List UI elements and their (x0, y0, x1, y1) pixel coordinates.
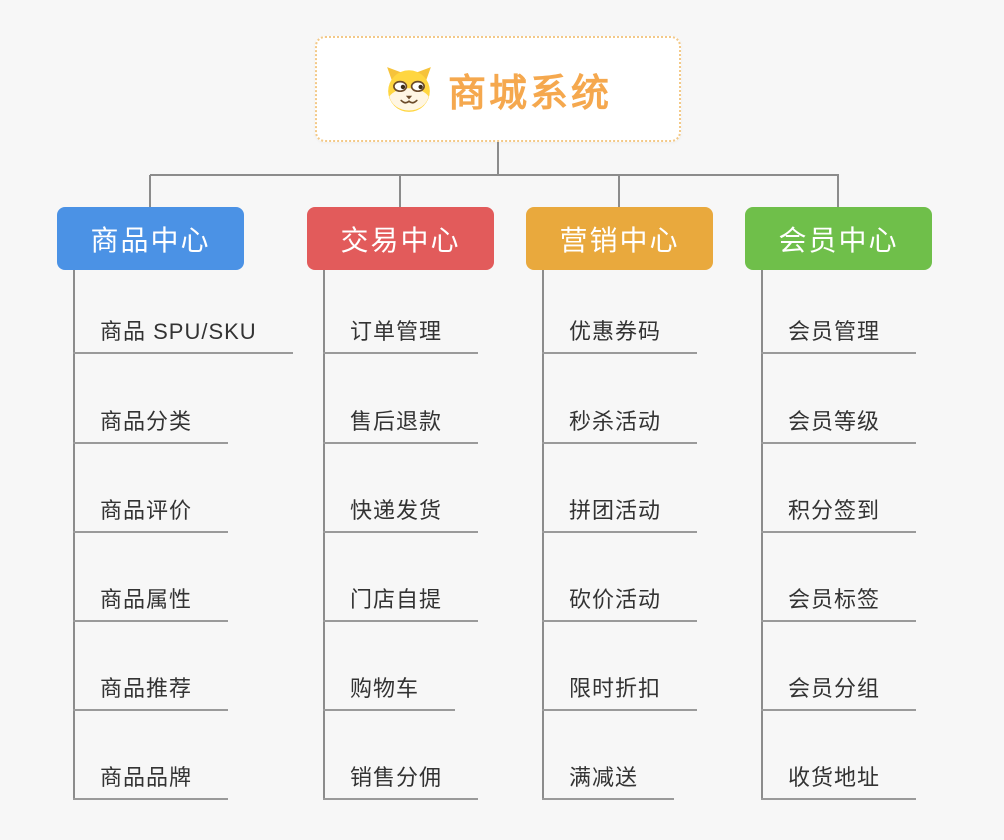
leaf-topic[interactable]: 订单管理 (323, 310, 479, 354)
leaf-topic[interactable]: 会员等级 (761, 400, 917, 444)
leaf-label: 商品推荐 (100, 676, 193, 701)
leaf-topic[interactable]: 商品属性 (73, 578, 229, 622)
leaf-label: 订单管理 (350, 319, 443, 344)
leaf-topic[interactable]: 销售分佣 (323, 756, 479, 800)
leaf-topic[interactable]: 积分签到 (761, 489, 917, 533)
leaf-topic[interactable]: 商品评价 (73, 489, 229, 533)
leaf-topic[interactable]: 快递发货 (323, 489, 479, 533)
leaf-label: 拼团活动 (569, 498, 662, 523)
branch-label: 会员中心 (778, 224, 899, 256)
leaf-topic[interactable]: 会员分组 (761, 667, 917, 711)
leaf-label: 满减送 (569, 765, 639, 790)
leaf-label: 购物车 (350, 676, 420, 701)
branch-marketing-center[interactable]: 营销中心 (526, 207, 713, 270)
leaf-topic[interactable]: 砍价活动 (542, 578, 698, 622)
connector-spine-marketing (542, 270, 544, 800)
leaf-label: 商品分类 (100, 409, 193, 434)
branch-member-center[interactable]: 会员中心 (745, 207, 932, 270)
leaf-label: 积分签到 (788, 498, 881, 523)
leaf-topic[interactable]: 购物车 (323, 667, 456, 711)
leaf-topic[interactable]: 商品分类 (73, 400, 229, 444)
leaf-topic[interactable]: 门店自提 (323, 578, 479, 622)
branch-product-center[interactable]: 商品中心 (57, 207, 244, 270)
connector-spine-trade (323, 270, 325, 800)
leaf-label: 会员管理 (788, 319, 881, 344)
leaf-topic[interactable]: 商品品牌 (73, 756, 229, 800)
leaf-label: 限时折扣 (569, 676, 662, 701)
dog-icon (387, 67, 431, 112)
leaf-group-products: 商品 SPU/SKU 商品分类 商品评价 商品属性 商品推荐 商品品牌 (73, 270, 323, 810)
leaf-topic[interactable]: 会员标签 (761, 578, 917, 622)
connector-spine-members (761, 270, 763, 800)
leaf-topic[interactable]: 秒杀活动 (542, 400, 698, 444)
leaf-label: 会员分组 (788, 676, 881, 701)
leaf-topic[interactable]: 商品推荐 (73, 667, 229, 711)
leaf-topic[interactable]: 优惠券码 (542, 310, 698, 354)
leaf-topic[interactable]: 商品 SPU/SKU (73, 310, 293, 354)
leaf-label: 会员标签 (788, 587, 881, 612)
connector-drop-members (837, 175, 839, 207)
leaf-group-trade: 订单管理 售后退款 快递发货 门店自提 购物车 销售分佣 (323, 270, 573, 810)
leaf-label: 优惠券码 (569, 319, 662, 344)
leaf-label: 会员等级 (788, 409, 881, 434)
connector-drop-trade (399, 175, 401, 207)
connector-root-drop (497, 142, 499, 175)
leaf-label: 售后退款 (350, 409, 443, 434)
leaf-label: 快递发货 (350, 498, 443, 523)
connector-drop-marketing (618, 175, 620, 207)
connector-spine-products (73, 270, 75, 800)
leaf-label: 秒杀活动 (569, 409, 662, 434)
leaf-topic[interactable]: 拼团活动 (542, 489, 698, 533)
leaf-topic[interactable]: 会员管理 (761, 310, 917, 354)
branch-label: 交易中心 (340, 224, 461, 256)
leaf-label: 收货地址 (788, 765, 881, 790)
leaf-topic[interactable]: 售后退款 (323, 400, 479, 444)
leaf-label: 门店自提 (350, 587, 443, 612)
branch-label: 商品中心 (90, 224, 211, 256)
root-topic[interactable]: 商城系统 (315, 36, 681, 142)
leaf-label: 砍价活动 (569, 587, 662, 612)
leaf-label: 销售分佣 (350, 765, 443, 790)
leaf-label: 商品 SPU/SKU (100, 319, 257, 344)
leaf-label: 商品品牌 (100, 765, 193, 790)
leaf-topic[interactable]: 满减送 (542, 756, 675, 800)
leaf-group-marketing: 优惠券码 秒杀活动 拼团活动 砍价活动 限时折扣 满减送 (542, 270, 792, 810)
leaf-topic[interactable]: 收货地址 (761, 756, 917, 800)
leaf-label: 商品属性 (100, 587, 193, 612)
branch-label: 营销中心 (559, 224, 680, 256)
connector-drop-products (149, 175, 151, 207)
leaf-group-members: 会员管理 会员等级 积分签到 会员标签 会员分组 收货地址 (761, 270, 1004, 810)
root-topic-label: 商城系统 (447, 72, 612, 115)
leaf-label: 商品评价 (100, 498, 193, 523)
leaf-topic[interactable]: 限时折扣 (542, 667, 698, 711)
connector-bus (150, 174, 839, 176)
branch-trade-center[interactable]: 交易中心 (307, 207, 494, 270)
